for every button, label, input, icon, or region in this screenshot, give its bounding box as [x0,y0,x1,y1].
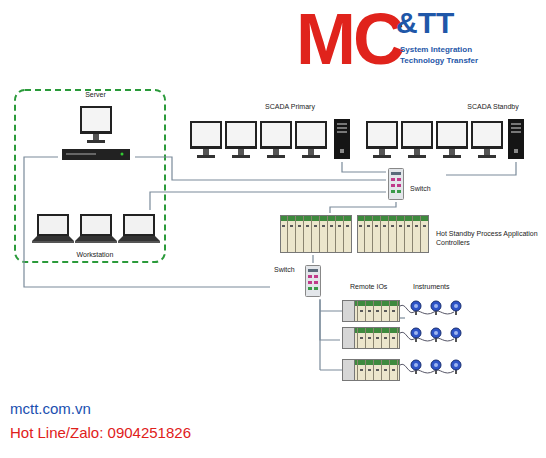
device-label: SCADA Standby [458,102,528,111]
instrument-icon [451,360,461,374]
monitor-icon [436,121,468,158]
network-cable [24,157,270,287]
tower-pc-icon [334,119,350,159]
remote-io-icon [343,360,400,381]
instrument-icon [411,301,421,315]
monitor-icon [401,121,433,158]
device-label: Instruments [413,282,465,291]
device-group: Remote IOs [340,280,400,382]
device-group: Server [58,90,135,165]
monitor-icon [190,121,222,158]
device-label: SCADA Primary [250,102,330,111]
logo-mark: &TT [396,6,454,39]
remote-io-icon [343,301,400,322]
plc-rack-icon [358,216,429,253]
device-group: Switch [270,263,325,299]
laptop-icon [32,214,74,243]
network-cable [342,162,386,172]
group-outline [15,90,165,262]
device-group: Hot Standby Process Application Controll… [278,213,542,255]
hotline: Hot Line/Zalo: 0904251826 [10,424,191,441]
device-label: Remote IOs [350,282,396,291]
logo-tagline: Technology Transfer [400,56,478,65]
switch-icon [306,266,321,297]
instrument-icon [411,328,421,342]
instrument-icon [451,301,461,315]
laptop-icon [118,214,160,243]
network-cable [135,157,386,180]
remote-io-icon [343,328,400,349]
tower-pc-icon [508,119,524,159]
monitor-icon [471,121,503,158]
network-cable [400,317,405,318]
device-group: Switch [386,166,446,202]
instrument-icon [411,360,421,374]
monitor-icon [225,121,257,158]
monitor-icon [295,121,327,158]
device-group: SCADA Primary [188,100,354,162]
device-group: Workstation [30,210,162,260]
instrument-icon [431,360,441,374]
monitor-icon [260,121,292,158]
website: mctt.com.vn [10,400,91,417]
device-label: Switch [410,184,444,193]
rack-server-icon [62,149,130,160]
device-group: Instruments [405,280,467,388]
network-cable [446,162,516,175]
monitor-icon [80,106,112,143]
instrument-icon [451,328,461,342]
instrument-wire [400,305,454,373]
device-label: Switch [274,265,304,274]
network-cable [312,255,313,263]
instrument-icon [431,301,441,315]
monitor-icon [366,121,398,158]
logo-tagline: System Integration [400,45,472,54]
plc-rack-icon [281,216,352,253]
logo-mark: MC [296,0,402,79]
network-cable [320,299,340,340]
instrument-icon [431,328,441,342]
network-cable [320,300,342,370]
switch-icon [389,169,404,200]
device-label: Server [58,90,133,99]
laptop-icon [75,214,117,243]
device-group: SCADA Standby [364,100,530,162]
network-cable [330,202,396,213]
device-label: Workstation [30,250,160,259]
device-label: Hot Standby Process Application Controll… [436,229,540,247]
